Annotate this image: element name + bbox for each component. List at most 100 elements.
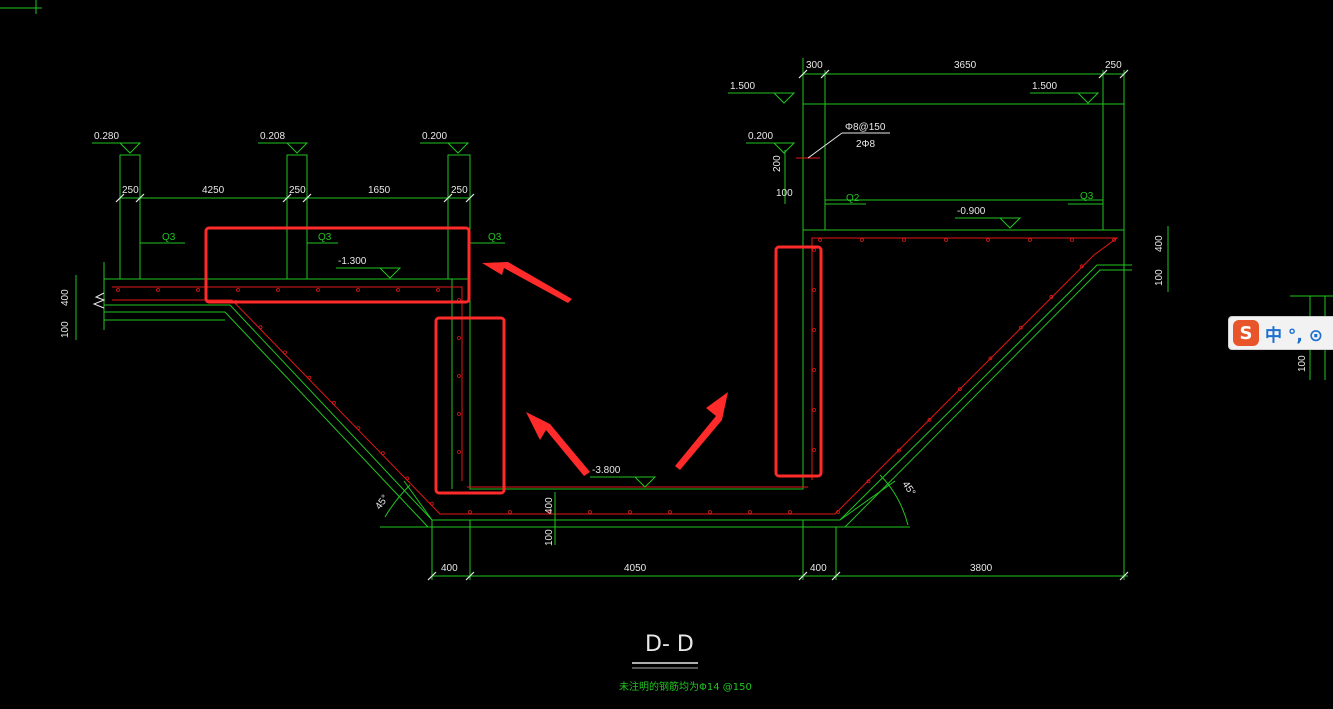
section-title: D- D bbox=[645, 632, 694, 657]
rebar-dot bbox=[986, 238, 990, 242]
dim-slab-400: 400 bbox=[544, 497, 555, 514]
rebar-dot bbox=[836, 510, 840, 514]
corner-crosshair bbox=[0, 0, 42, 14]
arrow-to-right-wall bbox=[675, 392, 728, 470]
sogou-logo-icon[interactable]: S bbox=[1233, 320, 1259, 346]
rebar-dot bbox=[1049, 295, 1054, 299]
rebar-dot bbox=[788, 510, 792, 514]
rebar-dot bbox=[818, 238, 822, 242]
rebar-dot bbox=[508, 510, 512, 514]
rebar-dot bbox=[1079, 264, 1084, 269]
dimension-lines bbox=[75, 73, 1333, 577]
rebar-dot bbox=[258, 325, 263, 330]
dim-bottom-3: 400 bbox=[810, 563, 827, 574]
dim-wall-100: 100 bbox=[776, 188, 793, 199]
dim-top-left-1: 250 bbox=[122, 185, 139, 196]
rebar-dot bbox=[307, 375, 312, 380]
level-l1: 0.280 bbox=[94, 131, 119, 142]
rebar-dot bbox=[988, 356, 993, 361]
rebar-dot bbox=[457, 412, 461, 416]
rebar-dot bbox=[196, 288, 200, 292]
dim-left-400: 400 bbox=[60, 289, 71, 306]
general-note: 未注明的钢筋均为Φ14 @150 bbox=[619, 680, 752, 693]
level-l5: 1.500 bbox=[730, 81, 755, 92]
rebar-dot bbox=[468, 510, 472, 514]
arrow-to-left-wall bbox=[526, 412, 590, 476]
rebar-top-label: Φ8@150 bbox=[845, 122, 886, 133]
rebar-lines bbox=[112, 157, 1119, 515]
rebar-dot bbox=[812, 288, 816, 292]
rebar-dot bbox=[380, 451, 385, 456]
rebar-dot bbox=[812, 448, 816, 452]
level-l7: 0.200 bbox=[748, 131, 773, 142]
rebar-dot bbox=[812, 368, 816, 372]
dim-right-100: 100 bbox=[1154, 269, 1165, 286]
level-l8: -0.900 bbox=[957, 206, 986, 217]
rebar-dot bbox=[812, 408, 816, 412]
rebar-dots bbox=[116, 238, 1116, 514]
rebar-dot bbox=[396, 288, 400, 292]
dim-top-right-1: 300 bbox=[806, 60, 823, 71]
rebar-dot bbox=[748, 510, 752, 514]
rebar-dot bbox=[156, 288, 160, 292]
rebar-dot bbox=[457, 336, 461, 340]
dim-top-left-4: 1650 bbox=[368, 185, 391, 196]
wall-tag-lines bbox=[140, 203, 1103, 244]
rebar-dot bbox=[436, 288, 440, 292]
rebar-dot bbox=[1070, 238, 1074, 242]
rebar-dot bbox=[356, 426, 361, 430]
dim-right-400: 400 bbox=[1154, 235, 1165, 252]
rebar-dot bbox=[283, 350, 287, 355]
rebar-dot bbox=[944, 238, 948, 242]
dim-top-left-3: 250 bbox=[289, 185, 306, 196]
rebar-dot bbox=[356, 288, 360, 292]
wall-tag-q3-2: Q3 bbox=[318, 232, 332, 243]
dim-bottom-2: 4050 bbox=[624, 563, 647, 574]
angle-left: 45° bbox=[373, 493, 391, 512]
dim-bottom-4: 3800 bbox=[970, 563, 993, 574]
highlight-box-left-wall bbox=[434, 316, 506, 495]
rebar-dot bbox=[902, 238, 906, 242]
rebar-bottom-label: 2Φ8 bbox=[856, 139, 876, 150]
dim-top-left-5: 250 bbox=[451, 185, 468, 196]
ime-status[interactable]: 中 °, ⊙ bbox=[1265, 325, 1324, 346]
rebar-dot bbox=[236, 288, 240, 292]
rebar-dot bbox=[429, 501, 434, 506]
rebar-dot bbox=[812, 248, 816, 252]
rebar-dot bbox=[316, 288, 320, 292]
rebar-dot bbox=[332, 400, 336, 405]
rebar-dot bbox=[897, 448, 901, 453]
rebar-dot bbox=[708, 510, 712, 514]
rebar-dot bbox=[1112, 238, 1116, 242]
highlight-box-top-slab bbox=[204, 226, 471, 304]
rebar-dot bbox=[628, 510, 632, 514]
arrow-to-slab bbox=[482, 262, 572, 303]
level-l9: -3.800 bbox=[592, 465, 621, 476]
dim-top-right-3: 250 bbox=[1105, 60, 1122, 71]
input-method-toolbar[interactable]: S 中 °, ⊙ bbox=[1228, 316, 1333, 350]
rebar-dot bbox=[668, 510, 672, 514]
wall-tag-q3-3: Q3 bbox=[488, 232, 502, 243]
rebar-callout bbox=[807, 132, 890, 159]
section-outline bbox=[103, 58, 1132, 580]
level-l3: 0.200 bbox=[422, 131, 447, 142]
wall-tag-q3-1: Q3 bbox=[162, 232, 176, 243]
rebar-dot bbox=[457, 374, 461, 378]
angle-right: 45° bbox=[900, 479, 918, 498]
level-l6: 1.500 bbox=[1032, 81, 1057, 92]
dimension-ticks bbox=[115, 69, 1129, 581]
rebar-dot bbox=[866, 479, 871, 484]
highlight-boxes bbox=[204, 226, 823, 495]
highlight-box-right-wall bbox=[774, 245, 823, 478]
break-symbol bbox=[92, 292, 106, 309]
rebar-dot bbox=[405, 476, 410, 481]
rebar-dot bbox=[958, 387, 962, 392]
rebar-dot bbox=[860, 238, 864, 242]
annotation-arrows bbox=[482, 262, 728, 476]
level-l4: -1.300 bbox=[338, 256, 367, 267]
elevation-markers bbox=[92, 92, 1100, 488]
rebar-dot bbox=[1018, 325, 1023, 330]
rebar-dot bbox=[276, 288, 280, 292]
dim-top-left-2: 4250 bbox=[202, 185, 225, 196]
dim-far-right-100: 100 bbox=[1297, 355, 1308, 372]
